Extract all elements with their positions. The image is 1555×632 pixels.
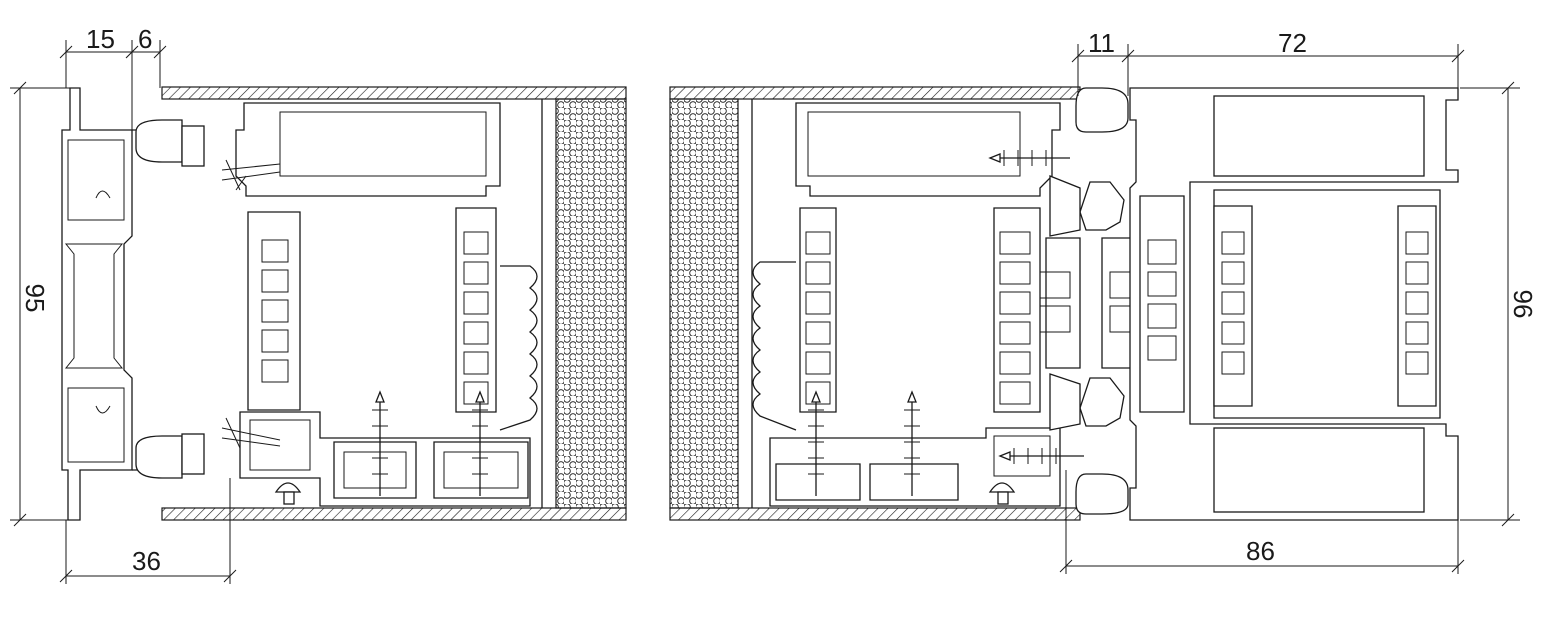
right-frame-chamber-bottom xyxy=(1213,427,1425,513)
dim-label-15: 15 xyxy=(86,24,115,54)
right-wavy-gasket xyxy=(752,261,797,431)
left-wavy-gasket xyxy=(499,265,538,431)
left-wall-plate-bottom xyxy=(161,507,627,521)
right-dimensions: 11 72 96 86 xyxy=(1059,28,1538,574)
left-section: 15 6 95 36 xyxy=(10,24,627,584)
left-gasket-bottom xyxy=(135,435,183,479)
dim-label-6: 6 xyxy=(138,24,152,54)
left-outer-frame xyxy=(61,87,133,521)
right-wall-plate-bottom xyxy=(669,507,1081,521)
left-wall-plate-top xyxy=(161,86,627,100)
dim-label-36: 36 xyxy=(132,546,161,576)
dim-label-95: 95 xyxy=(20,284,50,313)
left-insulation-panel xyxy=(555,98,627,509)
right-insulation-panel xyxy=(669,98,739,509)
right-frame-chamber-top xyxy=(1213,95,1425,177)
left-gasket-top xyxy=(135,119,183,163)
dim-label-86: 86 xyxy=(1246,536,1275,566)
left-screws xyxy=(221,159,488,496)
left-dimensions: 15 6 95 36 xyxy=(10,24,237,584)
right-sash-upper-tube xyxy=(795,102,1061,197)
dim-label-72: 72 xyxy=(1278,28,1307,58)
right-section: 11 72 96 86 xyxy=(669,28,1538,574)
dim-label-96: 96 xyxy=(1508,290,1538,319)
dim-label-11: 11 xyxy=(1088,28,1115,58)
left-glazing-beads xyxy=(333,441,529,499)
right-wall-plate-top xyxy=(669,86,1081,100)
left-sash-upper-tube xyxy=(235,102,501,197)
right-center-mullion xyxy=(1039,237,1141,369)
right-screws xyxy=(808,150,1084,496)
right-gasket-bottom xyxy=(1075,473,1129,515)
right-thermal-break xyxy=(799,207,1041,413)
right-gasket-top xyxy=(1075,87,1129,133)
left-thermal-break xyxy=(247,207,497,413)
